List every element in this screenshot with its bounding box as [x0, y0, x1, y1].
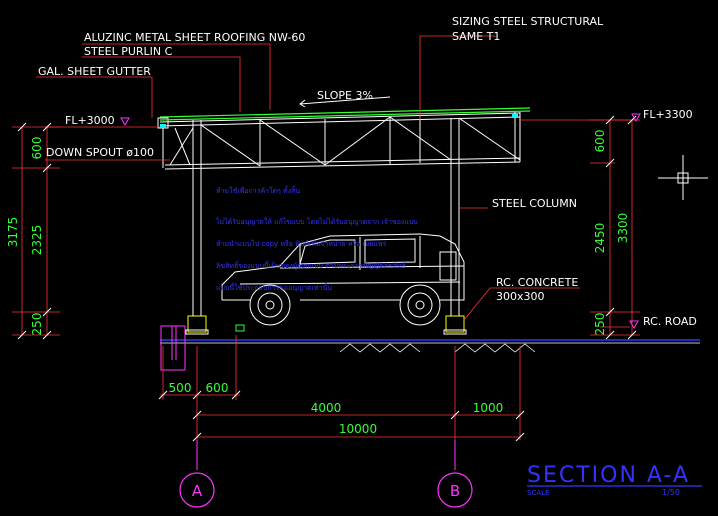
dim-bottom-500: 500	[169, 381, 192, 395]
slope-arrow	[299, 96, 391, 108]
steel-column-b	[450, 118, 460, 316]
footing-a	[185, 315, 209, 335]
dim-left-3175: 3175	[6, 217, 20, 248]
roof-sheet	[159, 107, 531, 121]
downspout-outlet	[235, 324, 245, 332]
label-steel-column: STEEL COLUMN	[492, 197, 577, 210]
dim-right-600: 600	[593, 130, 607, 153]
label-sizing-steel: SIZING STEEL STRUCTURAL	[452, 15, 604, 28]
label-roofing: ALUZINC METAL SHEET ROOFING NW-60	[84, 31, 305, 44]
label-gutter: GAL. SHEET GUTTER	[38, 65, 151, 78]
note-line: ลิขสิทธิ์ของแบบนี้เป็นของผู้ออกแบบ ตามพร…	[216, 259, 407, 270]
grid-axis-lines	[196, 440, 456, 470]
scale-label: SCALE	[527, 489, 549, 497]
label-purlin: STEEL PURLIN C	[84, 45, 173, 58]
label-fl-left: FL+3000	[65, 114, 115, 127]
dimension-ticks	[17, 115, 637, 442]
dim-right-3300: 3300	[616, 213, 630, 244]
dim-bottom-600: 600	[206, 381, 229, 395]
note-line: ห้ามใช้เพื่อการค้าใดๆ ทั้งสิ้น	[216, 184, 300, 195]
grid-label-b: B	[450, 482, 460, 500]
label-slope: SLOPE 3%	[317, 89, 373, 102]
section-title: SECTION A-A	[527, 463, 690, 488]
roof-truss	[157, 112, 521, 170]
title-block: SECTION A-A SCALE 1/50	[527, 463, 702, 497]
level-markers	[120, 113, 641, 330]
label-fl-right: FL+3300	[643, 108, 693, 121]
car-outline	[221, 233, 465, 326]
label-rc-road: RC. ROAD	[643, 315, 697, 328]
label-same-t1: SAME T1	[452, 30, 500, 43]
dim-left-250: 250	[30, 313, 44, 336]
dim-left-600: 600	[30, 137, 44, 160]
dim-right-250: 250	[593, 313, 607, 336]
dim-right-2450: 2450	[593, 223, 607, 254]
grid-label-a: A	[192, 482, 203, 500]
dim-bottom-4000: 4000	[311, 401, 342, 415]
grid-bubble-a: A	[179, 472, 215, 508]
label-downspout: DOWN SPOUT ø100	[46, 146, 154, 159]
scale-value: 1/50	[662, 488, 680, 497]
crosshair-icon	[658, 155, 708, 200]
label-rc-concrete: RC. CONCRETE	[496, 276, 578, 289]
notes-block: ห้ามใช้เพื่อการค้าใดๆ ทั้งสิ้น ไม่ได้รับ…	[215, 184, 418, 292]
steel-column-a	[192, 120, 202, 316]
ground-line	[160, 339, 700, 344]
grid-bubble-b: B	[437, 472, 473, 508]
note-line: ห้ามนำแบบไป copy หรือ พิมพ์เพื่อจำหน่าย …	[216, 239, 386, 248]
dim-left-2325: 2325	[30, 225, 44, 256]
dim-bottom-10000: 10000	[339, 422, 377, 436]
note-line: แบบนี้ใช้ประกอบการขออนุญาตเท่านั้น	[216, 281, 332, 292]
leader-lines	[12, 35, 640, 440]
soil-hatch	[339, 343, 536, 353]
footing-b	[443, 315, 467, 335]
note-line: ไม่ได้รับอนุญาตให้ แก้ไขแบบ โดยไม่ได้รับ…	[215, 217, 418, 226]
dim-bottom-1000: 1000	[473, 401, 504, 415]
connection-plates	[160, 114, 518, 128]
drain-pit	[160, 325, 186, 371]
label-rc-size: 300x300	[496, 290, 545, 303]
